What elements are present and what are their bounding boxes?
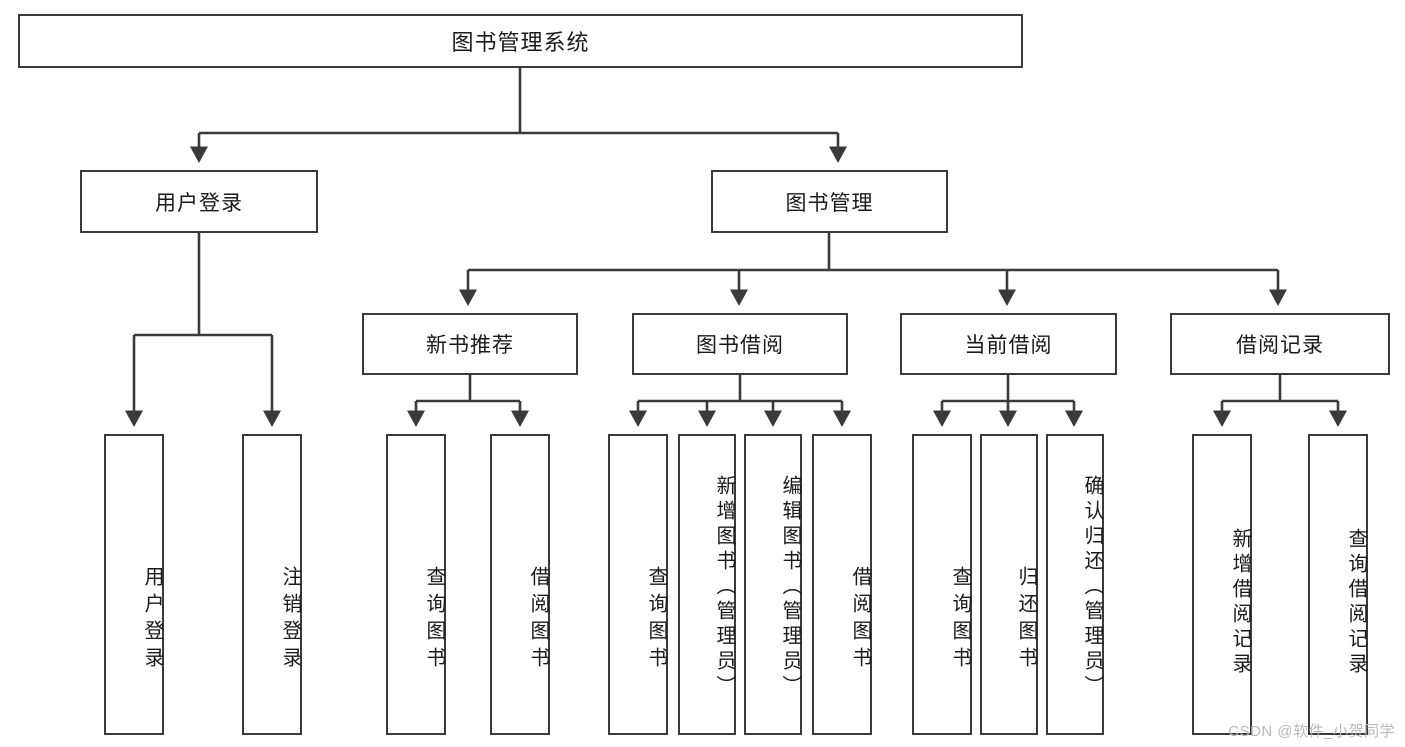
node-label: 借阅记录: [1236, 334, 1324, 357]
node-label: 查询图书: [423, 565, 445, 674]
node-label: 借阅图书: [527, 565, 549, 674]
node-label: 借阅图书: [849, 565, 871, 674]
node-book-management[interactable]: 图书管理: [711, 170, 948, 233]
node-current-borrow[interactable]: 当前借阅: [900, 313, 1117, 375]
node-label: 归还图书: [1015, 565, 1037, 674]
node-label: 查询图书: [645, 565, 667, 674]
node-label: 图书借阅: [696, 334, 784, 357]
leaf-query-book-newbook[interactable]: 查询图书: [386, 434, 446, 735]
node-book-borrow[interactable]: 图书借阅: [632, 313, 848, 375]
node-label: 用户登录: [155, 191, 243, 215]
leaf-borrow-book-newbook[interactable]: 借阅图书: [490, 434, 550, 735]
node-book-management-system[interactable]: 图书管理系统: [18, 14, 1023, 68]
leaf-query-book-current[interactable]: 查询图书: [912, 434, 972, 735]
node-label: 用户登录: [141, 565, 163, 674]
leaf-logout[interactable]: 注销登录: [242, 434, 302, 735]
leaf-query-borrow-record[interactable]: 查询借阅记录: [1308, 434, 1368, 735]
leaf-add-book-admin[interactable]: 新增图书（管理员）: [678, 434, 736, 735]
leaf-add-borrow-record[interactable]: 新增借阅记录: [1192, 434, 1252, 735]
node-label: 编辑图书（管理员）: [779, 475, 801, 700]
node-label: 新增图书（管理员）: [713, 475, 735, 700]
watermark: CSDN @软件_小贺同学: [1228, 723, 1395, 740]
node-label: 新书推荐: [426, 334, 514, 357]
node-label: 图书管理系统: [451, 30, 590, 55]
leaf-edit-book-admin[interactable]: 编辑图书（管理员）: [744, 434, 802, 735]
node-label: 新增借阅记录: [1229, 527, 1251, 678]
node-label: 查询借阅记录: [1345, 527, 1367, 678]
leaf-user-login[interactable]: 用户登录: [104, 434, 164, 735]
node-borrow-record[interactable]: 借阅记录: [1170, 313, 1390, 375]
leaf-return-book[interactable]: 归还图书: [980, 434, 1038, 735]
node-label: 确认归还（管理员）: [1081, 475, 1103, 700]
node-user-login[interactable]: 用户登录: [80, 170, 318, 233]
node-new-book-recommend[interactable]: 新书推荐: [362, 313, 578, 375]
leaf-query-book-borrow[interactable]: 查询图书: [608, 434, 668, 735]
leaf-confirm-return-admin[interactable]: 确认归还（管理员）: [1046, 434, 1104, 735]
leaf-borrow-book[interactable]: 借阅图书: [812, 434, 872, 735]
node-label: 图书管理: [785, 191, 874, 215]
node-label: 注销登录: [279, 565, 301, 674]
node-label: 查询图书: [949, 565, 971, 674]
node-label: 当前借阅: [964, 334, 1053, 357]
